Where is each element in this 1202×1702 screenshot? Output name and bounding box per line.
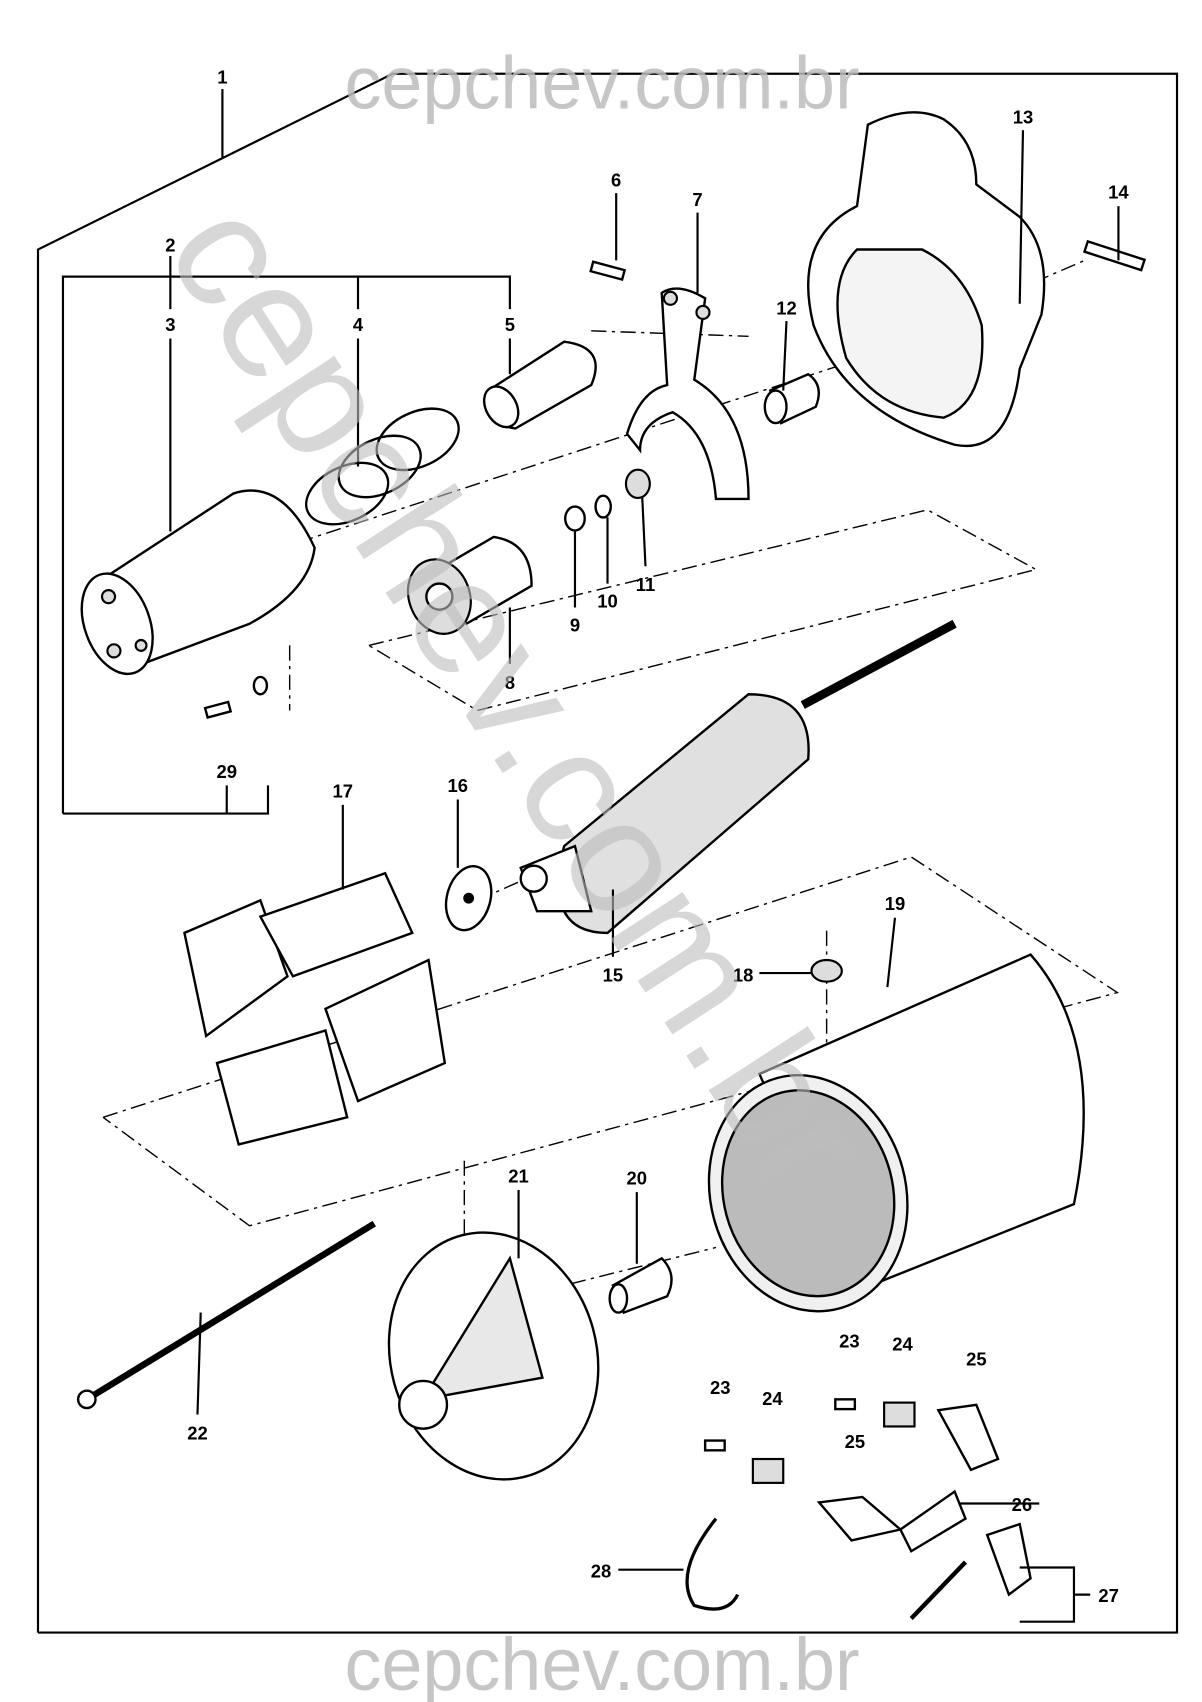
armature-part-15 <box>519 619 957 935</box>
bushing-part-20 <box>608 1256 673 1315</box>
plunger-part-5 <box>482 340 597 430</box>
field-coils-part-17 <box>183 871 447 1146</box>
label-27: 27 <box>1098 1585 1119 1606</box>
spring-part-4 <box>305 407 460 526</box>
washers-parts-9-10-11 <box>564 468 651 532</box>
end-cover-part-21 <box>387 1231 600 1481</box>
label-8: 8 <box>505 672 515 693</box>
label-22: 22 <box>187 1422 208 1443</box>
solenoid-part-3 <box>80 489 316 676</box>
label-20: 20 <box>627 1168 648 1189</box>
bushing-part-12 <box>763 372 820 425</box>
label-2: 2 <box>165 235 175 256</box>
label-25: 25 <box>966 1349 987 1370</box>
frame-yoke-part-19 <box>707 953 1085 1313</box>
label-18: 18 <box>733 965 754 986</box>
label-10: 10 <box>597 590 618 611</box>
label-24: 24 <box>892 1334 913 1355</box>
watermark-bottom: cepchev.com.br <box>345 1623 860 1702</box>
part-number-labels: 1 2 3 4 5 6 7 8 9 10 11 12 13 14 15 16 1… <box>165 67 1129 1607</box>
label-16: 16 <box>448 775 469 796</box>
watermark-top: cepchev.com.br <box>345 41 860 124</box>
grommet-part-18 <box>810 958 843 983</box>
label-19: 19 <box>885 893 906 914</box>
label-13: 13 <box>1013 107 1034 128</box>
assembly-axes <box>102 259 1120 1389</box>
label-17: 17 <box>333 780 354 801</box>
label-25: 25 <box>845 1431 866 1452</box>
label-3: 3 <box>165 314 175 335</box>
label-1: 1 <box>217 67 227 88</box>
label-9: 9 <box>570 614 580 635</box>
pinion-drive-part-8 <box>406 535 533 635</box>
label-26: 26 <box>1012 1494 1033 1515</box>
label-24: 24 <box>762 1388 783 1409</box>
brush-parts-23-27 <box>203 675 1032 1620</box>
label-21: 21 <box>508 1165 529 1186</box>
washer-part-16 <box>444 865 493 932</box>
assembly-frame <box>36 72 1179 1634</box>
label-23: 23 <box>839 1330 860 1351</box>
pin-part-6 <box>589 260 627 282</box>
label-29: 29 <box>216 761 237 782</box>
label-12: 12 <box>776 298 797 319</box>
bolt-part-14 <box>1082 239 1147 272</box>
label-15: 15 <box>603 965 624 986</box>
label-4: 4 <box>353 314 364 335</box>
label-14: 14 <box>1108 182 1129 203</box>
label-11: 11 <box>636 574 656 595</box>
drive-housing-part-13 <box>807 111 1046 448</box>
through-bolt-part-22 <box>76 1220 376 1410</box>
label-23: 23 <box>710 1377 731 1398</box>
label-28: 28 <box>591 1560 612 1581</box>
label-6: 6 <box>611 170 621 191</box>
fork-lever-part-7 <box>625 287 750 501</box>
label-5: 5 <box>505 314 515 335</box>
label-7: 7 <box>692 189 702 210</box>
leader-lines <box>169 130 1120 1623</box>
